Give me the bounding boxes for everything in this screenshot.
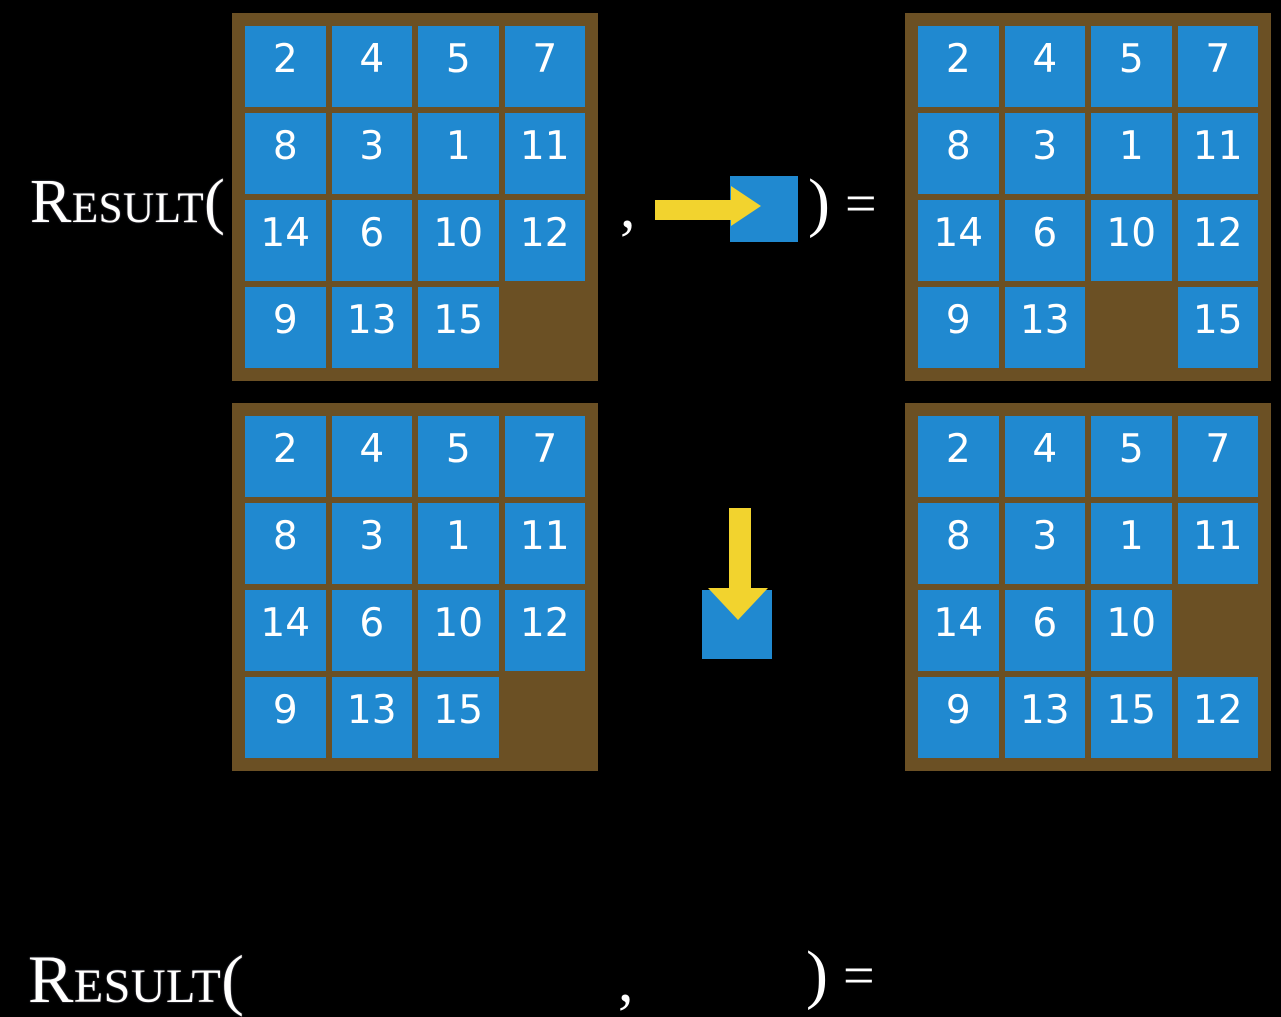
tile[interactable]: 13 xyxy=(331,677,412,758)
equation-row: Result( 2 4 5 7 8 3 1 11 14 6 10 12 9 13… xyxy=(0,0,1281,390)
tile[interactable]: 11 xyxy=(504,503,585,584)
input-board-grid: 2 4 5 7 8 3 1 11 14 6 10 12 9 13 15 xyxy=(245,26,585,368)
tile[interactable]: 8 xyxy=(245,503,326,584)
tile[interactable]: 7 xyxy=(504,26,585,107)
output-board: 2 4 5 7 8 3 1 11 14 6 10 9 13 15 12 xyxy=(905,403,1271,771)
tile[interactable]: 5 xyxy=(418,26,499,107)
tile[interactable]: 3 xyxy=(1004,113,1085,194)
tile[interactable]: 7 xyxy=(504,416,585,497)
tile[interactable]: 15 xyxy=(418,287,499,368)
tile[interactable]: 12 xyxy=(1177,677,1258,758)
arrow-head xyxy=(708,588,768,620)
tile[interactable]: 6 xyxy=(331,590,412,671)
tile[interactable]: 10 xyxy=(418,590,499,671)
tile[interactable]: 15 xyxy=(418,677,499,758)
tile[interactable]: 11 xyxy=(504,113,585,194)
tile[interactable]: 2 xyxy=(918,416,999,497)
close-paren: ) xyxy=(808,166,830,239)
tile[interactable]: 6 xyxy=(1004,590,1085,671)
tile[interactable]: 9 xyxy=(918,677,999,758)
tile[interactable]: 3 xyxy=(331,503,412,584)
tile[interactable]: 14 xyxy=(918,200,999,281)
blank-tile xyxy=(505,677,586,758)
blank-tile xyxy=(505,287,586,368)
arrow-shaft xyxy=(729,508,751,594)
tile[interactable]: 4 xyxy=(331,416,412,497)
tile[interactable]: 4 xyxy=(1004,26,1085,107)
tile[interactable]: 8 xyxy=(918,503,999,584)
tile[interactable]: 10 xyxy=(418,200,499,281)
tile[interactable]: 9 xyxy=(245,287,326,368)
input-board: 2 4 5 7 8 3 1 11 14 6 10 12 9 13 15 xyxy=(232,403,598,771)
equals-sign: = xyxy=(843,945,875,1007)
equals-sign: = xyxy=(845,173,877,235)
tile[interactable]: 10 xyxy=(1091,590,1172,671)
tile[interactable]: 12 xyxy=(1177,200,1258,281)
tile[interactable]: 11 xyxy=(1177,503,1258,584)
tile[interactable]: 15 xyxy=(1091,677,1172,758)
tile[interactable]: 11 xyxy=(1177,113,1258,194)
output-board-grid: 2 4 5 7 8 3 1 11 14 6 10 12 9 13 15 xyxy=(918,26,1258,368)
tile[interactable]: 4 xyxy=(1004,416,1085,497)
tile[interactable]: 13 xyxy=(331,287,412,368)
blank-tile xyxy=(1091,287,1172,368)
input-board-grid: 2 4 5 7 8 3 1 11 14 6 10 12 9 13 15 xyxy=(245,416,585,758)
tile[interactable]: 7 xyxy=(1177,416,1258,497)
arrow-shaft xyxy=(655,200,737,220)
argument-separator-comma: , xyxy=(618,947,634,1015)
tile[interactable]: 2 xyxy=(918,26,999,107)
blank-tile xyxy=(1178,590,1259,671)
tile[interactable]: 1 xyxy=(418,503,499,584)
tile[interactable]: 6 xyxy=(331,200,412,281)
tile[interactable]: 14 xyxy=(245,200,326,281)
output-board-grid: 2 4 5 7 8 3 1 11 14 6 10 9 13 15 12 xyxy=(918,416,1258,758)
tile[interactable]: 2 xyxy=(245,26,326,107)
tile[interactable]: 2 xyxy=(245,416,326,497)
tile[interactable]: 3 xyxy=(1004,503,1085,584)
tile[interactable]: 5 xyxy=(1091,26,1172,107)
tile[interactable]: 5 xyxy=(1091,416,1172,497)
tile[interactable]: 14 xyxy=(245,590,326,671)
arrow-head xyxy=(731,186,761,226)
arrow-right-icon xyxy=(655,186,765,226)
tile[interactable]: 13 xyxy=(1004,287,1085,368)
tile[interactable]: 9 xyxy=(918,287,999,368)
tile[interactable]: 14 xyxy=(918,590,999,671)
tile[interactable]: 3 xyxy=(331,113,412,194)
equation-row: Result( 2 4 5 7 8 3 1 11 14 6 10 12 9 13… xyxy=(0,390,1281,1013)
argument-separator-comma: , xyxy=(620,173,636,241)
tile[interactable]: 15 xyxy=(1177,287,1258,368)
result-function-label: Result( xyxy=(30,168,226,236)
close-paren: ) xyxy=(806,938,828,1011)
tile[interactable]: 9 xyxy=(245,677,326,758)
tile[interactable]: 13 xyxy=(1004,677,1085,758)
tile[interactable]: 6 xyxy=(1004,200,1085,281)
result-function-label: Result( xyxy=(28,941,245,1017)
tile[interactable]: 1 xyxy=(1091,503,1172,584)
tile[interactable]: 1 xyxy=(1091,113,1172,194)
tile[interactable]: 5 xyxy=(418,416,499,497)
tile[interactable]: 10 xyxy=(1091,200,1172,281)
tile[interactable]: 8 xyxy=(245,113,326,194)
tile[interactable]: 4 xyxy=(331,26,412,107)
tile[interactable]: 7 xyxy=(1177,26,1258,107)
tile[interactable]: 12 xyxy=(504,590,585,671)
output-board: 2 4 5 7 8 3 1 11 14 6 10 12 9 13 15 xyxy=(905,13,1271,381)
tile[interactable]: 8 xyxy=(918,113,999,194)
input-board: 2 4 5 7 8 3 1 11 14 6 10 12 9 13 15 xyxy=(232,13,598,381)
tile[interactable]: 12 xyxy=(504,200,585,281)
tile[interactable]: 1 xyxy=(418,113,499,194)
